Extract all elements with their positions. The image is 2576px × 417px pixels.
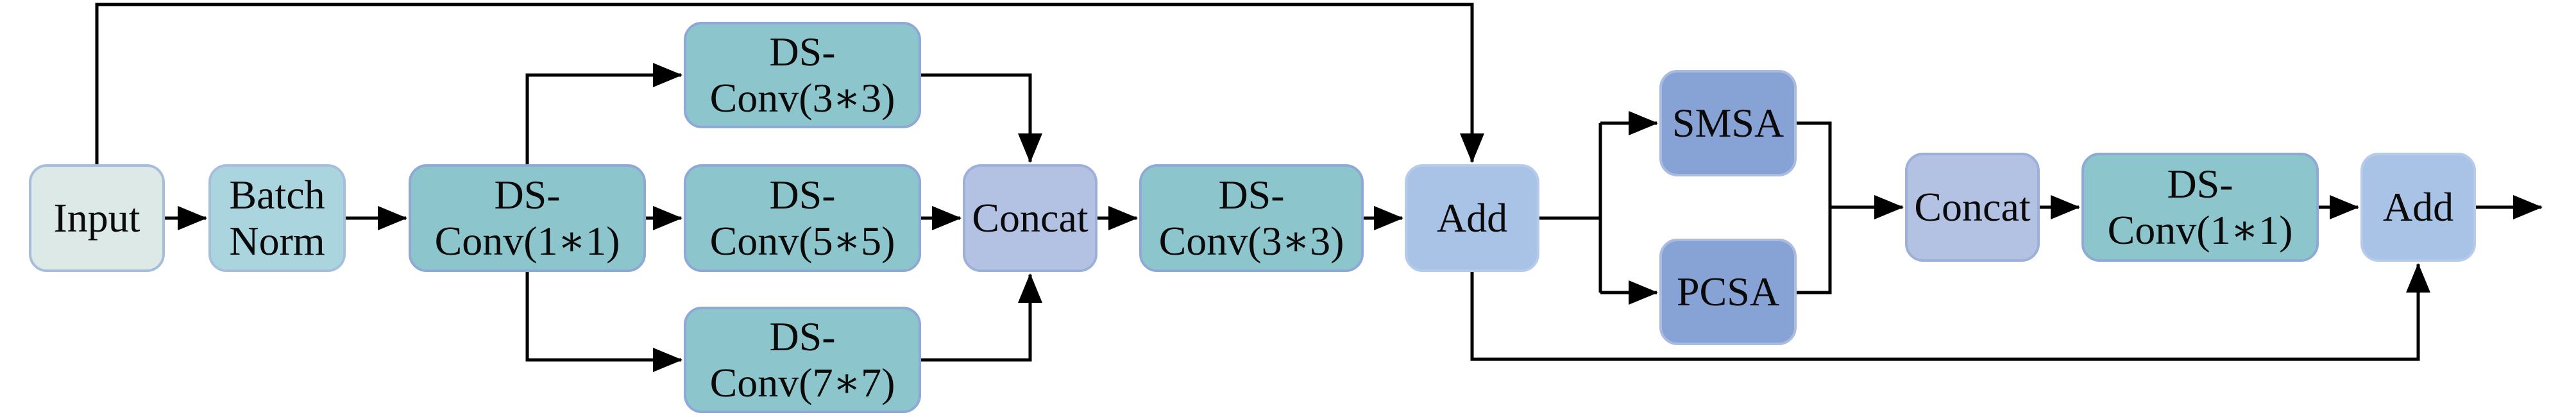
edge-add1-to-attention-split	[1539, 123, 1602, 220]
node-batch-norm-label: Batch Norm	[229, 172, 325, 264]
node-ds-conv-7x7-branch-label: DS- Conv(7∗7)	[709, 314, 895, 405]
node-add-residual-1: Add	[1405, 164, 1539, 272]
node-add-residual-1-label: Add	[1436, 195, 1508, 241]
node-concat-attention-label: Concat	[1914, 184, 2031, 230]
node-ds-conv-7x7-branch: DS- Conv(7∗7)	[684, 307, 921, 413]
edge-skip-input-to-add1	[95, 3, 1484, 164]
node-ds-conv-5x5-branch-label: DS- Conv(5∗5)	[709, 172, 895, 264]
node-pcsa-label: PCSA	[1676, 269, 1780, 315]
node-pcsa: PCSA	[1659, 239, 1797, 345]
node-ds-conv-5x5-branch: DS- Conv(5∗5)	[684, 164, 921, 272]
node-smsa: SMSA	[1659, 70, 1797, 176]
edge-skip-add1-to-add2	[1470, 263, 2430, 361]
node-ds-conv-3x3-fuse: DS- Conv(3∗3)	[1139, 164, 1364, 272]
edge-dsconv7x7-branch-to-concat1	[921, 273, 1042, 362]
node-concat-attention: Concat	[1905, 153, 2040, 262]
node-ds-conv-3x3-fuse-label: DS- Conv(3∗3)	[1158, 172, 1344, 264]
node-smsa-label: SMSA	[1672, 100, 1784, 146]
node-add-residual-2: Add	[2360, 153, 2476, 262]
node-ds-conv-1x1-label: DS- Conv(1∗1)	[434, 172, 620, 264]
node-batch-norm: Batch Norm	[208, 164, 346, 272]
node-input: Input	[29, 164, 165, 272]
node-ds-conv-1x1-out-label: DS- Conv(1∗1)	[2107, 161, 2293, 253]
edge-smsa-to-join	[1797, 121, 1832, 207]
node-concat-multiscale-label: Concat	[972, 195, 1089, 241]
edge-dsconv1x1-to-dsconv7x7-branch	[525, 272, 682, 372]
edge-dsconv1x1-to-dsconv3x3-branch	[525, 63, 682, 164]
node-ds-conv-3x3-branch-label: DS- Conv(3∗3)	[709, 29, 895, 121]
node-add-residual-2-label: Add	[2382, 184, 2454, 230]
edge-dsconv3x3-branch-to-concat1	[921, 73, 1042, 163]
node-concat-multiscale: Concat	[963, 164, 1097, 272]
edge-pcsa-to-join	[1797, 207, 1832, 294]
node-ds-conv-3x3-branch: DS- Conv(3∗3)	[684, 22, 921, 128]
node-ds-conv-1x1-out: DS- Conv(1∗1)	[2081, 153, 2319, 262]
node-input-label: Input	[53, 195, 140, 241]
node-ds-conv-1x1: DS- Conv(1∗1)	[409, 164, 646, 272]
